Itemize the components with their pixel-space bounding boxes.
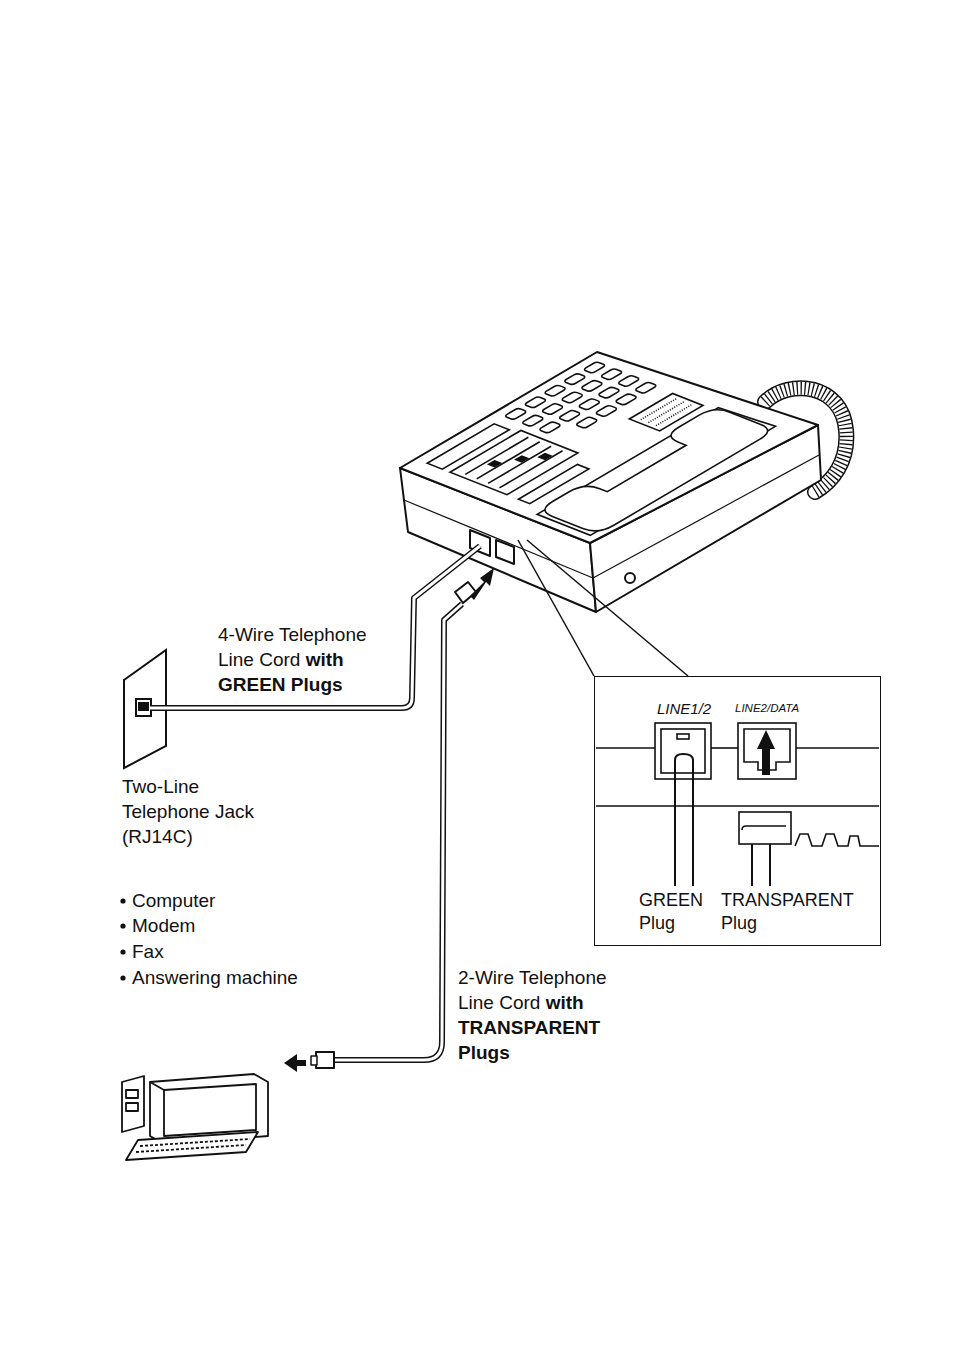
bullet bbox=[120, 898, 125, 980]
port-label: LINE1/2 bbox=[657, 699, 747, 719]
keypad bbox=[417, 358, 779, 537]
cord-label-part: 2-Wire Telephone Line Cord bbox=[458, 967, 607, 1013]
cord-label: 2-Wire Telephone Line Cordwith TRANSPARE… bbox=[458, 965, 634, 1065]
plug-label: TRANSPARENT Plug bbox=[721, 889, 861, 936]
device-item-part: Modem bbox=[132, 915, 195, 936]
leader-line bbox=[518, 540, 688, 676]
four-wire-cord bbox=[150, 546, 480, 708]
jack-closeup bbox=[596, 723, 879, 886]
cord-label: 4-Wire Telephone Line Cordwith GREEN Plu… bbox=[218, 622, 398, 697]
device-item: Fax bbox=[132, 939, 332, 964]
jack-label-part: Two-Line Telephone Jack (RJ14C) bbox=[122, 776, 254, 847]
telephone-body bbox=[400, 352, 821, 612]
port-label: LINE2/DATA bbox=[735, 701, 845, 716]
cord-label-part: 4-Wire Telephone Line Cord bbox=[218, 624, 367, 670]
device-item: Computer bbox=[132, 888, 332, 913]
jack-label: Two-Line Telephone Jack (RJ14C) bbox=[122, 774, 272, 849]
device-item: Modem bbox=[132, 913, 332, 938]
device-item-part: Fax bbox=[132, 941, 164, 962]
computer-icon bbox=[122, 1074, 268, 1160]
device-item-part: Computer bbox=[132, 890, 215, 911]
device-item: Answering machine bbox=[132, 965, 352, 990]
device-item-part: Answering machine bbox=[132, 967, 298, 988]
plug-label: GREEN Plug bbox=[639, 889, 709, 936]
inset-box: LINE1/2LINE2/DATA GREEN Plug TRANSPARENT P… bbox=[594, 676, 881, 946]
